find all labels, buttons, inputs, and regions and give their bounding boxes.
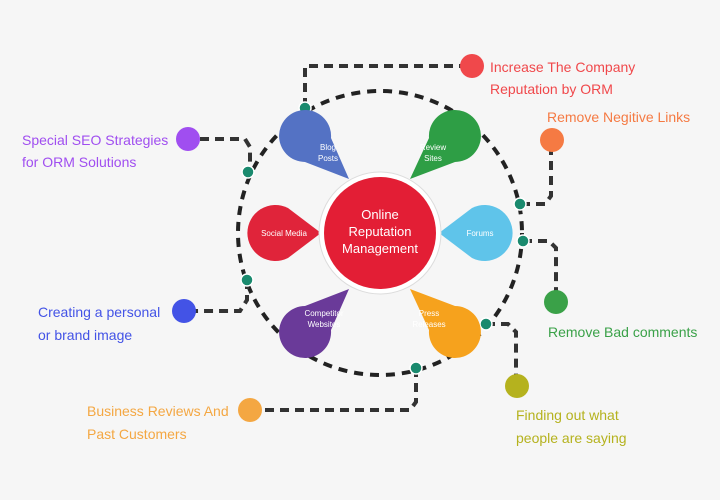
connector-special-seo (200, 137, 252, 170)
label-finding-out-2: people are saying (516, 430, 627, 446)
marker-increase-reputation (460, 54, 484, 78)
connector-remove-bad-comments (523, 239, 558, 300)
label-increase-reputation-2: Reputation by ORM (490, 81, 613, 97)
center-line-2: Reputation (349, 224, 412, 239)
marker-remove-bad-comments (544, 290, 568, 314)
petal-blog-posts-line2: Posts (318, 154, 338, 163)
marker-special-seo (176, 127, 200, 151)
petal-review-sites: Review Sites (410, 110, 481, 179)
ring-node-2 (241, 165, 255, 179)
label-finding-out-1: Finding out what (516, 407, 619, 423)
ring-node-7 (409, 361, 423, 375)
petal-blog-posts: Blog Posts (279, 110, 349, 179)
ring-node-6 (479, 317, 493, 331)
ring-node-3 (240, 273, 254, 287)
petal-competitor-websites-line2: Websites (308, 320, 341, 329)
connector-business-reviews (262, 368, 418, 412)
petals: Blog Posts Review Sites Forums Press Rel… (247, 110, 513, 358)
connector-remove-negative-links (521, 140, 553, 206)
marker-personal-brand (172, 299, 196, 323)
connector-increase-reputation (303, 64, 470, 107)
petal-forums: Forums (439, 205, 513, 261)
marker-finding-out (505, 374, 529, 398)
ring-node-5 (516, 234, 530, 248)
ring-node-4 (513, 197, 527, 211)
marker-remove-negative-links (540, 128, 564, 152)
connector-personal-brand (186, 280, 249, 313)
petal-competitor-websites-line1: Competitor (304, 309, 343, 318)
item-markers (172, 54, 568, 422)
petal-press-releases-line2: Releases (412, 320, 445, 329)
petal-press-releases-line1: Press (419, 309, 439, 318)
petal-social-media: Social Media (247, 205, 321, 261)
label-special-seo-1: Special SEO Strategies (22, 132, 168, 148)
petal-blog-posts-line1: Blog (320, 143, 336, 152)
petal-social-media-line1: Social Media (261, 229, 307, 238)
marker-business-reviews (238, 398, 262, 422)
label-personal-brand-1: Creating a personal (38, 304, 160, 320)
center-line-3: Management (342, 241, 418, 256)
label-business-reviews-1: Business Reviews And (87, 403, 229, 419)
petal-press-releases: Press Releases (410, 289, 481, 358)
petal-review-sites-line1: Review (420, 143, 446, 152)
petal-competitor-websites: Competitor Websites (279, 289, 349, 358)
label-personal-brand-2: or brand image (38, 327, 132, 343)
label-increase-reputation-1: Increase The Company (490, 59, 635, 75)
center-node: Online Reputation Management (318, 171, 442, 295)
label-special-seo-2: for ORM Solutions (22, 154, 136, 170)
petal-forums-line1: Forums (466, 229, 493, 238)
label-remove-negative-links: Remove Negitive Links (547, 109, 690, 125)
external-labels: Increase The Company Reputation by ORM R… (22, 59, 697, 446)
petal-review-sites-line2: Sites (424, 154, 442, 163)
label-business-reviews-2: Past Customers (87, 426, 187, 442)
connector-lines (186, 64, 558, 412)
outer-dashed-ring (236, 89, 524, 377)
label-remove-bad-comments: Remove Bad comments (548, 324, 697, 340)
center-line-1: Online (361, 207, 399, 222)
